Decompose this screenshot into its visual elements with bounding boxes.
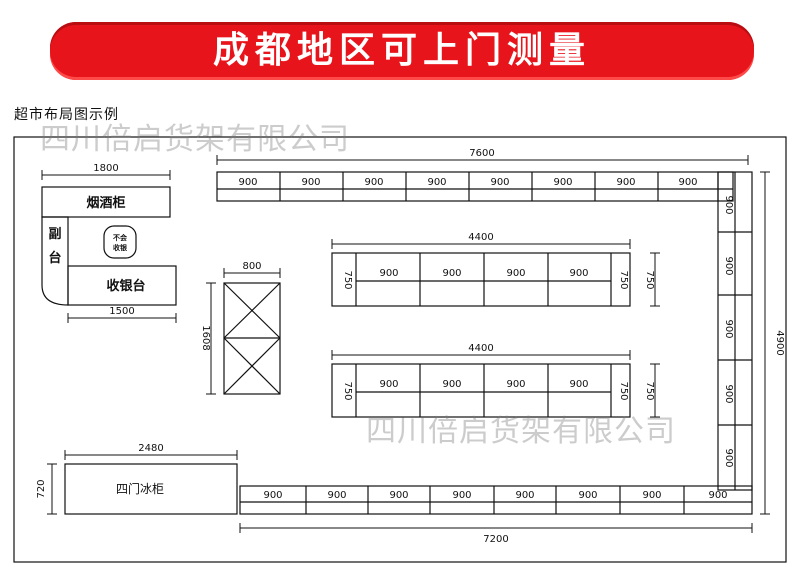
shelf-cell: 900 [723,256,734,275]
shelf-cell: 900 [389,490,408,501]
shelf-cell: 900 [427,177,446,188]
dim-cashier-counter: 1500 [109,306,134,317]
fridge-label: 四门冰柜 [116,481,164,496]
dim-frame-width: 800 [242,261,261,272]
end-cap-cell: 750 [342,270,353,289]
sign-text-1: 不会 [113,233,128,242]
dim-fridge-width: 2480 [138,443,163,454]
cigarette-cabinet-label: 烟酒柜 [86,195,125,211]
dim-fridge-height: 720 [36,479,47,498]
shelf-cell: 900 [490,177,509,188]
title-banner: 成都地区可上门测量 [50,22,754,80]
shelf-cell: 900 [452,490,471,501]
dim-island-1-depth: 750 [644,270,655,289]
shelf-cell: 900 [442,268,461,279]
dim-bottom-total: 7200 [483,534,508,545]
dim-frame-height: 1608 [200,325,211,350]
dim-top-total: 7600 [469,148,494,159]
shelf-cell: 900 [723,319,734,338]
fridge [64,463,238,515]
shelf-cell: 900 [642,490,661,501]
bottom-shelf-row [239,485,753,515]
shelf-cell: 900 [553,177,572,188]
dim-island-2-depth: 750 [644,381,655,400]
shelf-cell: 900 [678,177,697,188]
page-title: 成都地区可上门测量 [212,30,591,71]
shelf-cell: 900 [723,448,734,467]
island-shelf-1 [331,252,631,307]
shelf-cell: 900 [616,177,635,188]
end-cap-cell: 750 [618,270,629,289]
shelf-cell: 900 [327,490,346,501]
shelf-cell: 900 [263,490,282,501]
store-outline [13,136,787,563]
shelf-cell: 900 [364,177,383,188]
cashier-counter [67,265,177,306]
sign-text-2: 收银 [113,243,128,252]
cashier-label: 收银台 [106,278,145,294]
dim-right-height: 4900 [774,330,785,355]
shelf-cell: 900 [578,490,597,501]
shelf-cell: 900 [569,268,588,279]
shelf-cell: 900 [506,268,525,279]
cashier-sign [103,225,137,259]
dim-cashier-width: 1800 [93,163,118,174]
side-counter-label-2: 台 [48,250,61,266]
shelf-cell: 900 [379,379,398,390]
layout-caption: 超市布局图示例 [14,107,119,123]
shelf-cell: 900 [708,490,727,501]
shelf-cell: 900 [238,177,257,188]
shelf-cell: 900 [379,268,398,279]
shelf-cell: 900 [723,384,734,403]
shelf-cell: 900 [723,195,734,214]
side-counter-label-1: 副 [48,227,61,242]
shelf-cell: 900 [442,379,461,390]
shelf-cell: 900 [569,379,588,390]
top-shelf-row [216,171,734,202]
shelf-cell: 900 [301,177,320,188]
cigarette-cabinet [41,186,171,218]
dim-island-1: 4400 [468,232,493,243]
watermark-top: 四川倍启货架有限公司 [40,122,350,157]
end-cap-cell: 750 [342,381,353,400]
shelf-cell: 900 [506,379,525,390]
dim-island-2: 4400 [468,343,493,354]
shelf-cell: 900 [515,490,534,501]
watermark-bottom: 四川倍启货架有限公司 [366,414,676,449]
island-shelf-2 [331,363,631,418]
end-cap-cell: 750 [618,381,629,400]
